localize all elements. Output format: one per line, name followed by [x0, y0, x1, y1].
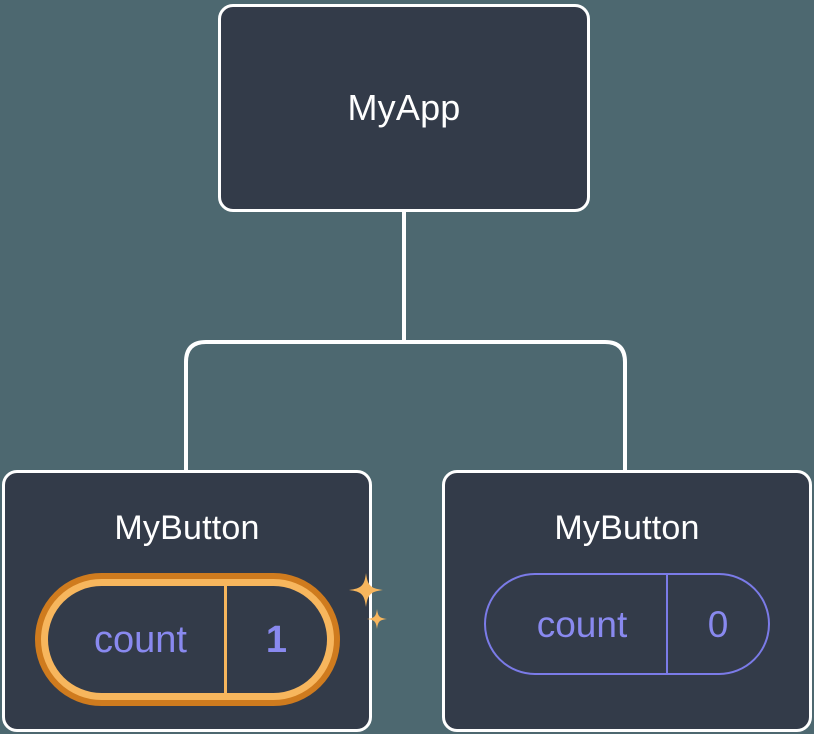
connector-children-bus: [184, 340, 627, 472]
state-value: 1: [223, 586, 327, 693]
state-value: 0: [666, 575, 768, 673]
node-title: MyApp: [347, 87, 461, 128]
state-pill-highlighted[interactable]: count 1: [34, 573, 340, 706]
state-pill-inner: count 1: [47, 586, 327, 693]
node-mybutton-left[interactable]: MyButton count 1: [2, 470, 387, 732]
state-pill-wrap: count 1: [34, 573, 387, 706]
node-title: MyButton: [114, 509, 260, 547]
node-mybutton-right[interactable]: MyButton count 0: [442, 470, 812, 732]
state-key: count: [536, 603, 628, 645]
node-myapp[interactable]: MyApp: [218, 4, 590, 212]
node-title: MyButton: [554, 509, 700, 547]
state-pill[interactable]: count 0: [484, 573, 770, 675]
state-pill-wrap: count 0: [484, 573, 770, 675]
state-key: count: [94, 618, 187, 661]
